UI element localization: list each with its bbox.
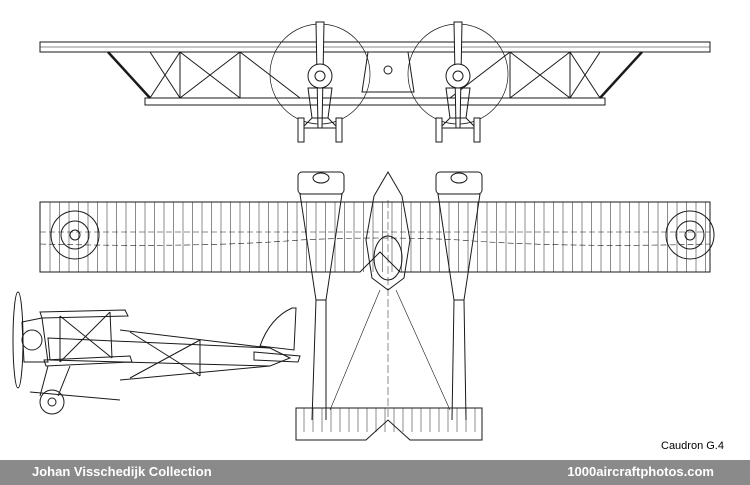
collection-credit: Johan Visschedijk Collection	[32, 464, 212, 479]
site-credit: 1000aircraftphotos.com	[567, 464, 714, 479]
front-view	[39, 21, 711, 143]
aircraft-caption: Caudron G.4	[661, 440, 724, 452]
side-view	[12, 291, 301, 415]
aircraft-three-view-drawing	[12, 21, 715, 441]
credit-footer-bar: Johan Visschedijk Collection 1000aircraf…	[0, 460, 750, 485]
plan-view	[39, 171, 715, 441]
